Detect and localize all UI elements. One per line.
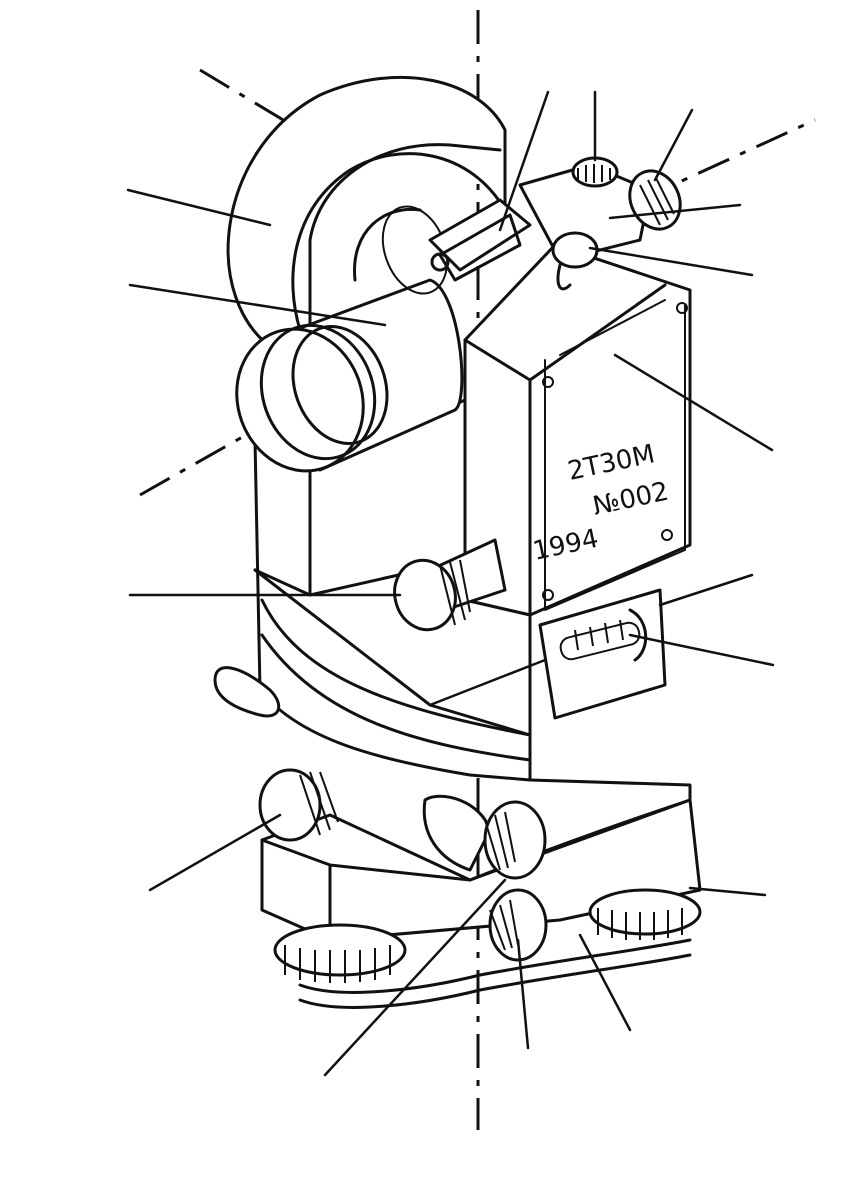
telescope <box>235 205 464 473</box>
focus-knob <box>393 538 507 632</box>
top-sight <box>428 198 532 282</box>
tangent-knob-center <box>422 794 547 880</box>
tangent-knob-left <box>258 768 339 842</box>
vertical-circle-housing <box>226 76 507 352</box>
lever-left <box>213 666 281 718</box>
top-knobs <box>518 156 682 291</box>
tangent-knob-bottom <box>488 888 548 962</box>
foot-screw-left <box>273 923 407 983</box>
reading-window <box>538 588 667 720</box>
foot-screw-right <box>588 888 702 940</box>
leader-lines <box>126 90 775 1077</box>
